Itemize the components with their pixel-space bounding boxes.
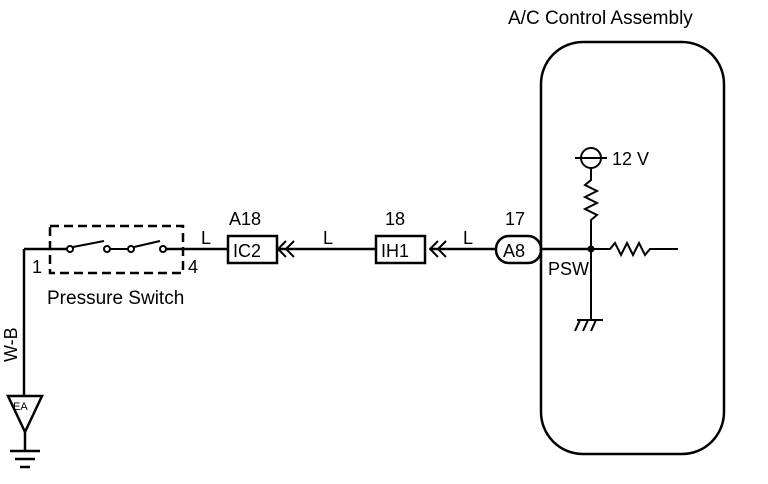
ground-point-triangle	[6, 394, 44, 435]
pressure-switch-label: Pressure Switch	[47, 288, 184, 309]
switch-pin-left: 1	[32, 257, 42, 277]
connector-chevron-icon	[428, 240, 447, 258]
internal-resistor-icon	[591, 240, 678, 258]
switch-pin-right: 4	[188, 257, 198, 277]
chassis-ground-icon	[574, 319, 603, 332]
wire-color-1: L	[201, 228, 211, 248]
component-title: A/C Control Assembly	[508, 8, 693, 29]
connector-ic2-pin: A18	[229, 209, 261, 229]
wire-color-2: L	[323, 228, 333, 248]
connector-ih1-pin: 18	[385, 209, 405, 229]
ground-wire-color: W-B	[1, 327, 21, 362]
pullup-resistor-icon	[582, 168, 600, 249]
connector-a8-code: A8	[503, 241, 525, 261]
earth-ground-icon	[10, 449, 40, 469]
terminal-label: PSW	[548, 259, 589, 279]
connector-ih1-code: IH1	[381, 241, 409, 261]
ground-point-label: EA	[13, 401, 28, 413]
wire-color-3: L	[463, 228, 473, 248]
connector-a8-pin: 17	[505, 209, 525, 229]
power-supply-icon	[575, 147, 607, 169]
connector-ic2-code: IC2	[233, 241, 261, 261]
supply-voltage-label: 12 V	[612, 149, 649, 169]
pressure-switch-icon	[24, 240, 183, 253]
